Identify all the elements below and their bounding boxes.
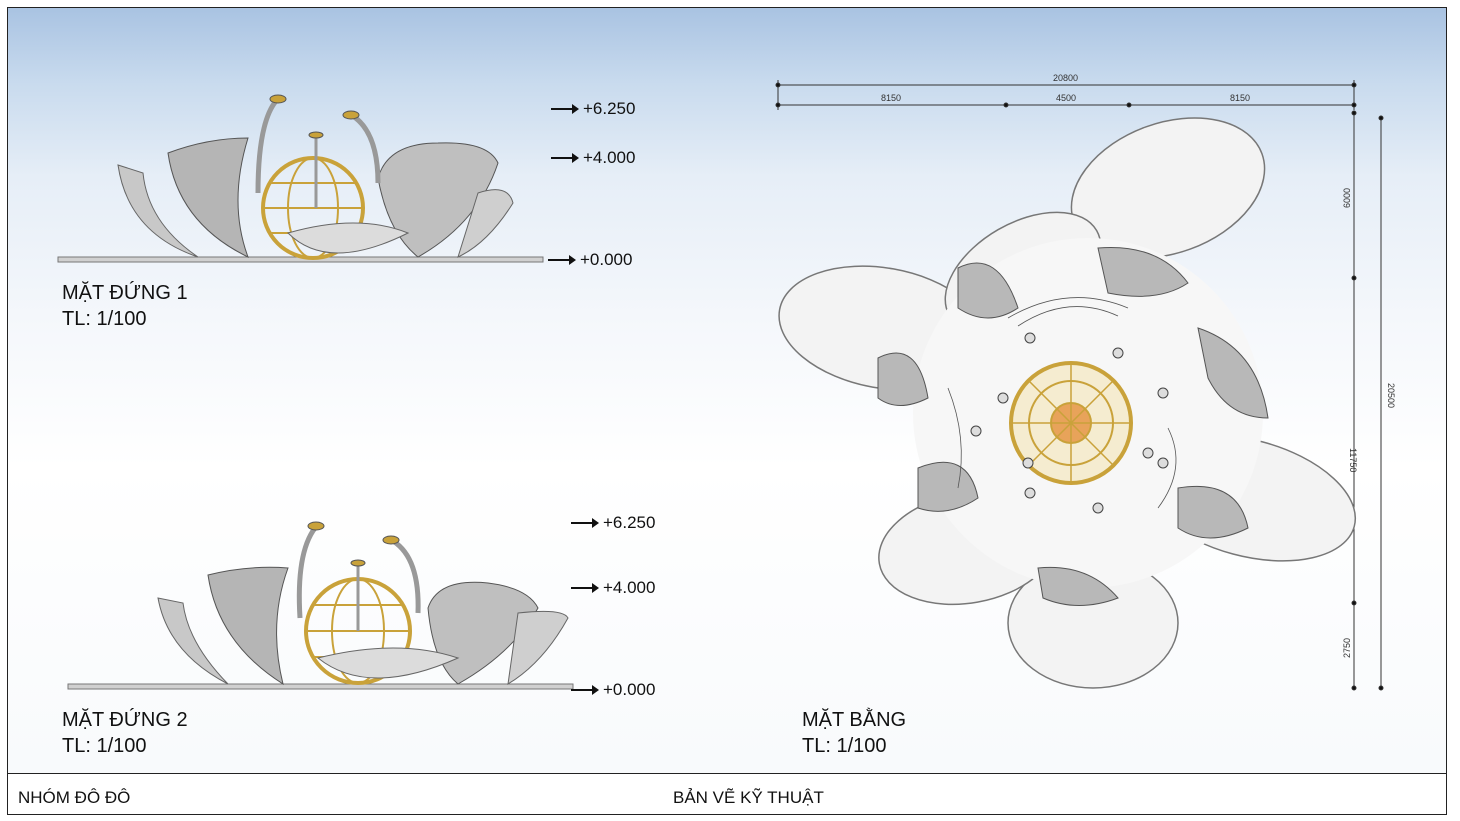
plan-dim-side-bottom: 2750 <box>1342 638 1352 658</box>
inner-bowl <box>316 647 460 679</box>
lamp-stem-left <box>296 526 318 619</box>
petal-left <box>207 566 289 686</box>
lamp-stem-right <box>391 538 421 614</box>
plan-dim-middle: 4500 <box>1056 93 1076 103</box>
plan-lamp-nodes <box>970 332 1169 514</box>
elevation-1-level-ground: +0.000 <box>548 250 632 270</box>
elevation-1-drawing <box>57 94 544 263</box>
elevation-2-level-top: +6.250 <box>571 513 655 533</box>
lamp-stem-left <box>255 99 279 194</box>
drawing-sheet: +6.250 +4.000 +0.000 MẶT ĐỨNG 1 TL: 1/10… <box>7 7 1447 815</box>
elevation-2-drawing <box>67 521 574 690</box>
elevation-1-title: MẶT ĐỨNG 1 <box>62 282 188 304</box>
plan-dim-side-middle: 11750 <box>1348 448 1358 472</box>
plan-dim-side-top: 6000 <box>1342 188 1352 208</box>
petal-right-outer <box>457 189 514 258</box>
elevation-2-title-block: MẶT ĐỨNG 2 TL: 1/100 <box>62 707 188 759</box>
ground-line <box>67 683 574 690</box>
elevation-1-scale: TL: 1/100 <box>62 308 147 330</box>
elevation-2-level-mid: +4.000 <box>571 578 655 598</box>
elevation-2-title: MẶT ĐỨNG 2 <box>62 709 188 731</box>
plan-inner-petals <box>877 246 1269 606</box>
plan-dimensions-side <box>1351 110 1384 691</box>
elevation-1-level-mid: +4.000 <box>551 148 635 168</box>
sheet-title: BẢN VẼ KỸ THUẬT <box>673 788 824 807</box>
elevation-1-level-top: +6.250 <box>551 99 635 119</box>
inner-bowl <box>287 222 410 254</box>
petal-left-outer <box>117 164 199 258</box>
plan-dim-left: 8150 <box>881 93 901 103</box>
plan-title-block: MẶT BẰNG TL: 1/100 <box>802 707 906 759</box>
plan-scale: TL: 1/100 <box>802 735 887 757</box>
elevation-2-scale: TL: 1/100 <box>62 735 147 757</box>
lamp-stem-right <box>351 113 381 184</box>
petal-left-outer <box>157 597 229 685</box>
group-name: NHÓM ĐÔ ĐÔ <box>18 788 131 807</box>
petal-left <box>167 137 249 258</box>
petal-right <box>377 142 499 258</box>
plan-dim-right: 8150 <box>1230 93 1250 103</box>
plan-fans <box>947 297 1177 509</box>
title-strip: NHÓM ĐÔ ĐÔ BẢN VẼ KỸ THUẬT <box>8 773 1446 814</box>
petal-right-outer <box>507 610 569 685</box>
plan-dim-side-total: 20500 <box>1386 383 1396 408</box>
elevation-1-title-block: MẶT ĐỨNG 1 TL: 1/100 <box>62 280 188 332</box>
plan-dimensions-top <box>775 80 1357 110</box>
plan-title: MẶT BẰNG <box>802 709 907 731</box>
elevation-2-level-ground: +0.000 <box>571 680 655 700</box>
plan-dim-total: 20800 <box>1053 73 1078 83</box>
plan-drawing: 20800 8150 4500 8150 6000 11750 2750 205… <box>775 73 1396 691</box>
